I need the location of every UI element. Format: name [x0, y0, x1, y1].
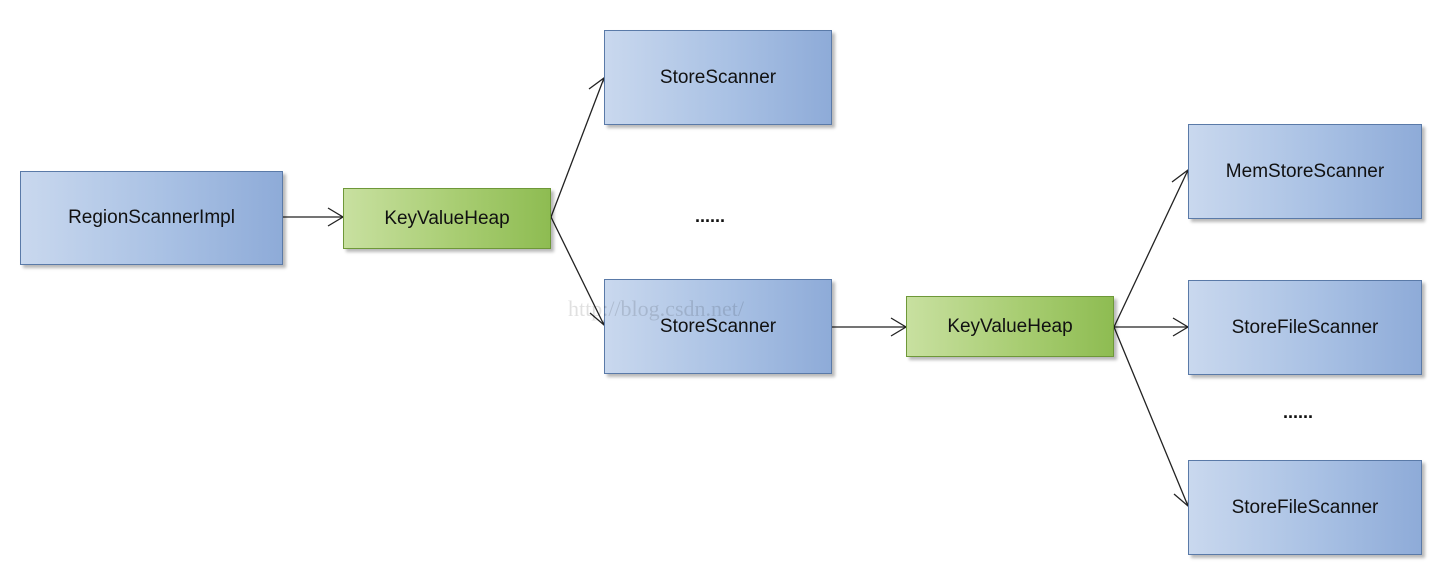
node-region-scanner-impl: RegionScannerImpl: [20, 171, 283, 265]
edge-kvheap-to-storescanner-bottom: [550, 216, 605, 326]
node-store-scanner-top: StoreScanner: [604, 30, 832, 125]
edge-kvheap2-to-memstore: [1113, 169, 1189, 328]
node-label: StoreFileScanner: [1231, 496, 1379, 518]
edge-kvheap2-to-storefile-2: [1113, 326, 1189, 507]
node-label: RegionScannerImpl: [68, 207, 235, 228]
node-label: KeyValueHeap: [947, 315, 1073, 337]
node-label: StoreScanner: [659, 66, 777, 88]
node-store-scanner-bottom: StoreScanner: [604, 279, 832, 374]
ellipsis-storefile-scanners: ......: [1283, 402, 1314, 422]
node-key-value-heap-1: KeyValueHeap: [343, 188, 551, 249]
ellipsis-store-scanners: ......: [695, 206, 726, 226]
node-storefile-scanner-2: StoreFileScanner: [1188, 460, 1422, 555]
node-key-value-heap-2: KeyValueHeap: [906, 296, 1114, 357]
node-label: MemStoreScanner: [1225, 160, 1385, 182]
edge-kvheap-to-storescanner-top: [550, 77, 605, 218]
node-storefile-scanner-1: StoreFileScanner: [1188, 280, 1422, 375]
node-label: StoreScanner: [659, 315, 777, 337]
node-label: StoreFileScanner: [1231, 316, 1379, 338]
node-memstore-scanner: MemStoreScanner: [1188, 124, 1422, 219]
node-label: KeyValueHeap: [384, 207, 510, 229]
watermark: http://blog.csdn.net/: [568, 296, 744, 321]
